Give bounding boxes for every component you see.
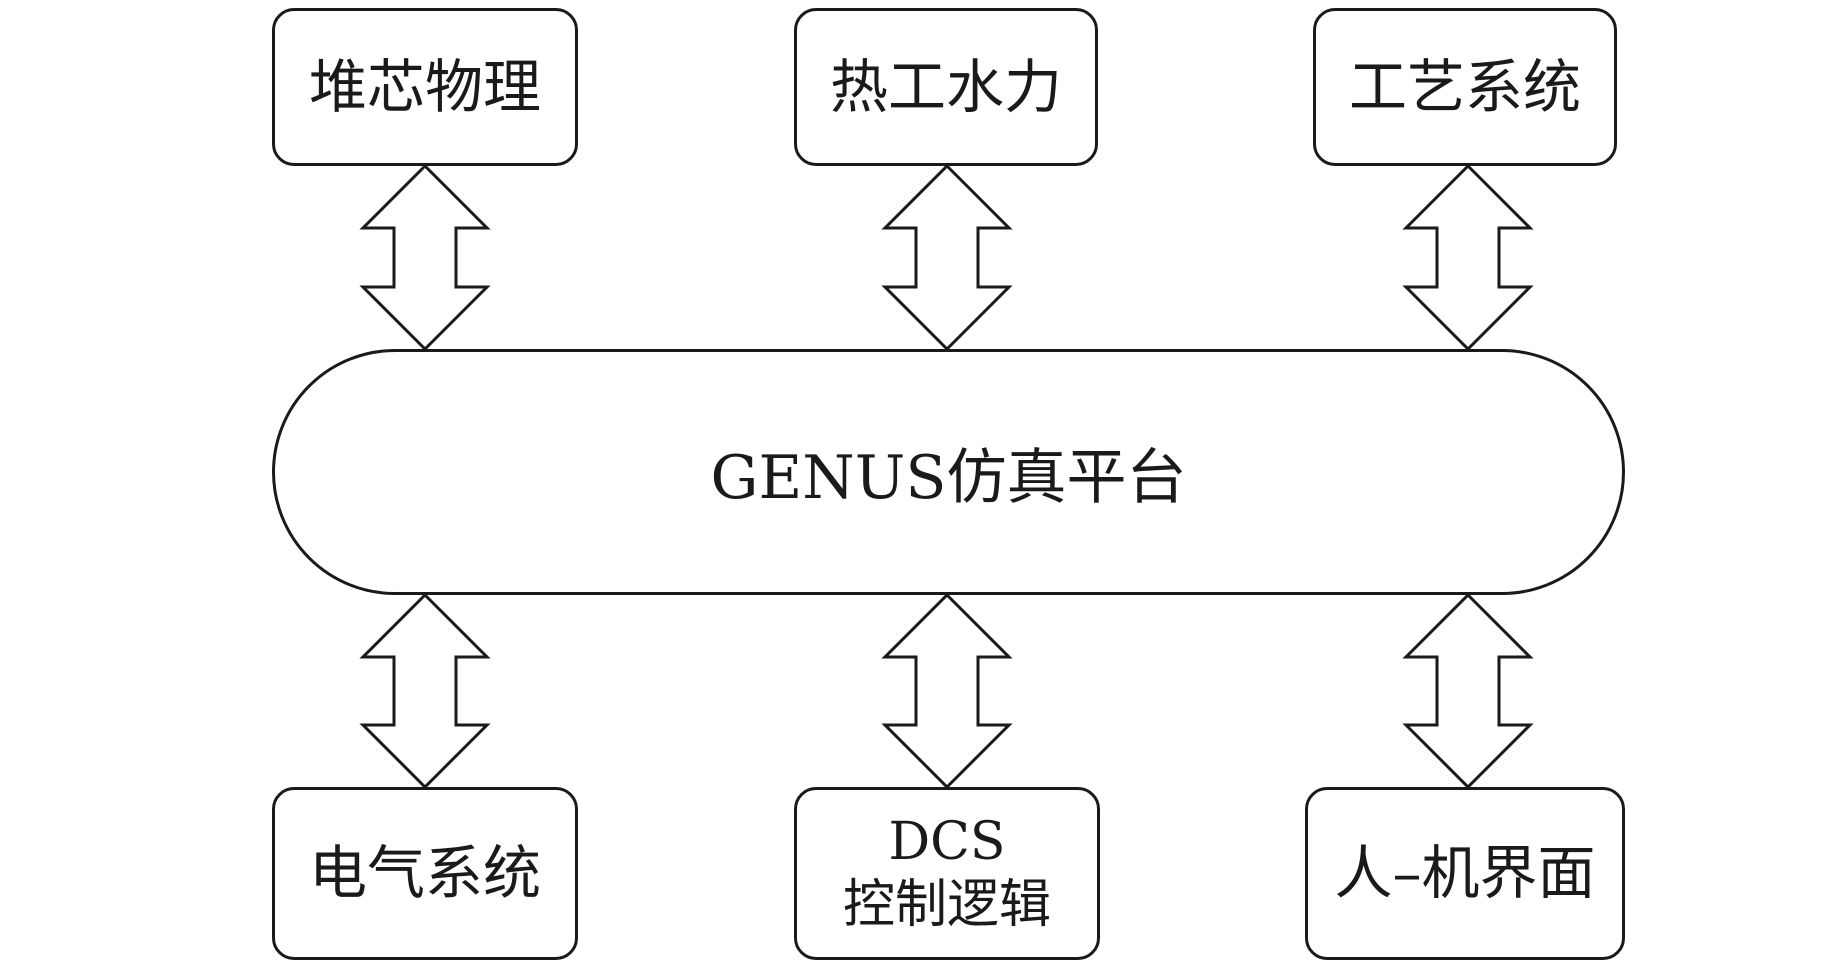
- module-process-system-label: 工艺系统: [1348, 52, 1581, 121]
- connector-thermal-hydraulics: [881, 163, 1013, 352]
- genus-simulation-platform: GENUS仿真平台: [272, 349, 1625, 595]
- module-human-machine-interface: 人–机界面: [1305, 787, 1625, 960]
- module-thermal-hydraulics-label: 热工水力: [829, 52, 1062, 121]
- module-process-system: 工艺系统: [1313, 8, 1617, 166]
- module-dcs-control-logic: DCS 控制逻辑: [794, 787, 1100, 960]
- connector-dcs: [881, 592, 1013, 790]
- module-electrical-system-label: 电气系统: [308, 839, 541, 908]
- module-thermal-hydraulics: 热工水力: [794, 8, 1098, 166]
- module-electrical-system: 电气系统: [272, 787, 578, 960]
- module-dcs-label-line1: DCS: [888, 812, 1006, 873]
- module-hmi-label: 人–机界面: [1334, 839, 1596, 908]
- platform-label: GENUS仿真平台: [710, 442, 1187, 513]
- module-core-physics-label: 堆芯物理: [308, 52, 541, 121]
- module-dcs-label-line2: 控制逻辑: [842, 874, 1051, 935]
- connector-electrical-system: [359, 592, 491, 790]
- connector-process-system: [1402, 163, 1534, 352]
- connector-hmi: [1402, 592, 1534, 790]
- connector-core-physics: [359, 163, 491, 352]
- module-core-physics: 堆芯物理: [272, 8, 578, 166]
